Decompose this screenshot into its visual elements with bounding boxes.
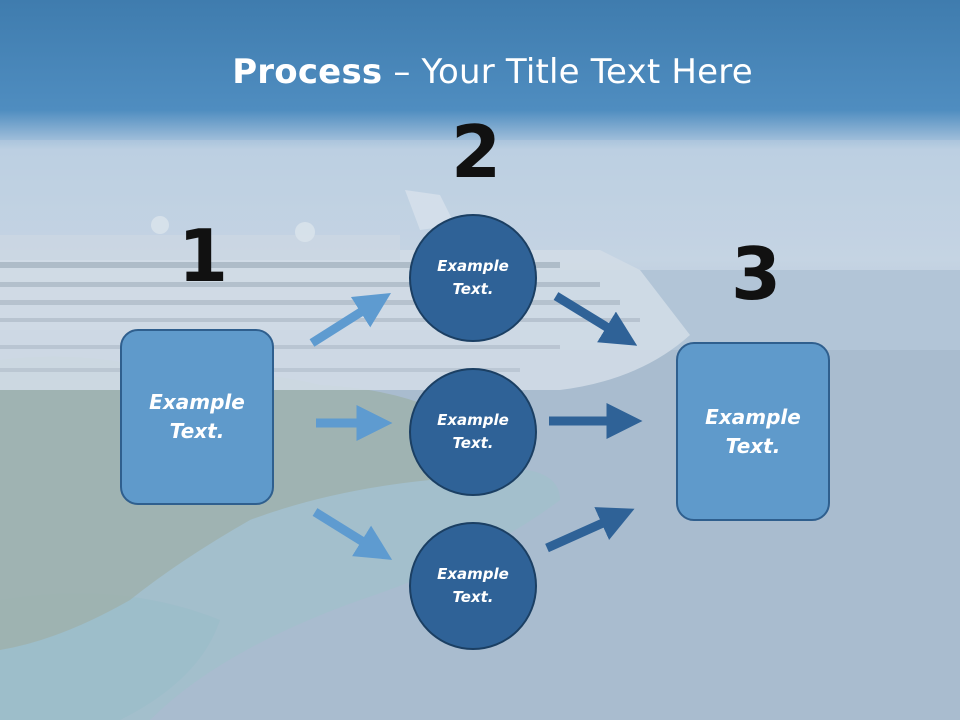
title-rest: – Your Title Text Here [382, 52, 753, 92]
box3-text-line1: Example [705, 404, 801, 429]
circle1-text-line2: Text. [452, 280, 494, 298]
arrow-circle3-to-box3 [545, 507, 635, 553]
box1-text-line1: Example [149, 390, 245, 414]
arrow-box1-to-circle3 [312, 508, 393, 560]
step-number-1: 1 [178, 214, 229, 298]
arrow-circle1-to-box3 [553, 292, 638, 346]
circle3-text-line1: Example [437, 565, 509, 583]
circle3-text-line2: Text. [452, 588, 494, 606]
box1-text-line2: Text. [169, 419, 225, 443]
circle2-text-line1: Example [437, 411, 509, 429]
circle2-text-line2: Text. [452, 434, 494, 452]
step-number-3: 3 [731, 232, 782, 316]
arrow-box1-to-circle1 [309, 292, 392, 347]
circle1-text-line1: Example [437, 257, 509, 275]
title-bold: Process [232, 52, 383, 92]
box3-text-line2: Text. [725, 433, 781, 458]
slide-title: Process – Your Title Text Here [0, 52, 960, 92]
step-number-2: 2 [451, 110, 502, 194]
